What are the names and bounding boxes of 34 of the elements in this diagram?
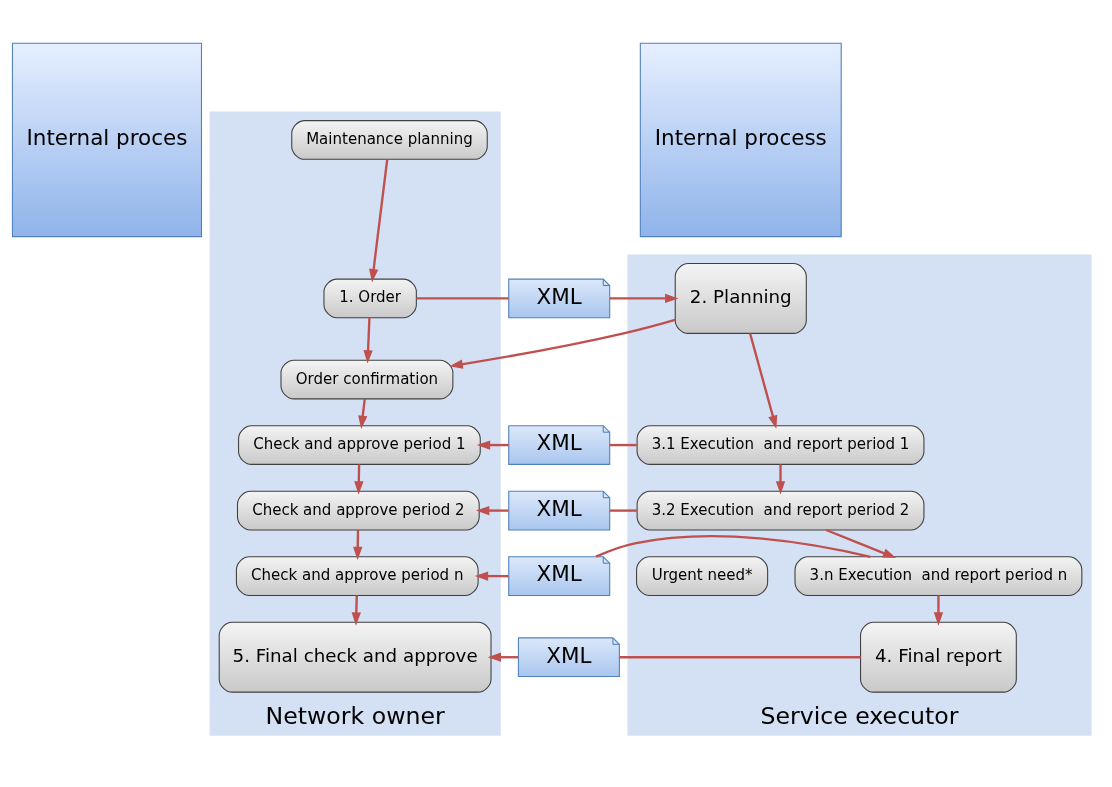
connector: [595, 535, 871, 558]
connector: [609, 443, 637, 447]
node-box: Check and approve period n: [235, 556, 479, 596]
node-box: 2. Planning: [674, 263, 807, 334]
node-box: Urgent need*: [636, 556, 769, 596]
arrow: [449, 318, 676, 369]
arrow: [487, 652, 519, 662]
arrow: [609, 293, 679, 304]
arrow: [358, 398, 368, 430]
arrow: [775, 464, 786, 495]
connector: [416, 297, 509, 300]
arrow: [351, 595, 361, 626]
node-box: Order confirmation: [280, 359, 454, 400]
node-box: 3.n Execution and report period n: [794, 556, 1083, 596]
node-box: 5. Final check and approve: [218, 621, 492, 693]
arrow: [363, 317, 373, 364]
node-box: 3.2 Execution and report period 2: [636, 490, 925, 531]
arrow: [825, 528, 897, 559]
node-box: 3.1 Execution and report period 1: [636, 425, 925, 465]
node-box: 4. Final report: [860, 621, 1017, 693]
node-box: Internal process: [639, 42, 842, 238]
node-box: 1. Order: [323, 278, 417, 319]
arrow: [369, 159, 389, 283]
arrow: [748, 333, 778, 429]
node-box: Maintenance planning: [291, 120, 488, 160]
node-box: Internal proces: [11, 42, 203, 238]
arrow: [476, 440, 509, 450]
arrow: [474, 571, 509, 581]
arrow: [933, 595, 944, 626]
connector: [619, 656, 861, 659]
arrow: [476, 505, 509, 516]
node-box: Check and approve period 1: [238, 425, 481, 465]
connector: [609, 509, 637, 512]
node-box: Check and approve period 2: [236, 490, 480, 531]
